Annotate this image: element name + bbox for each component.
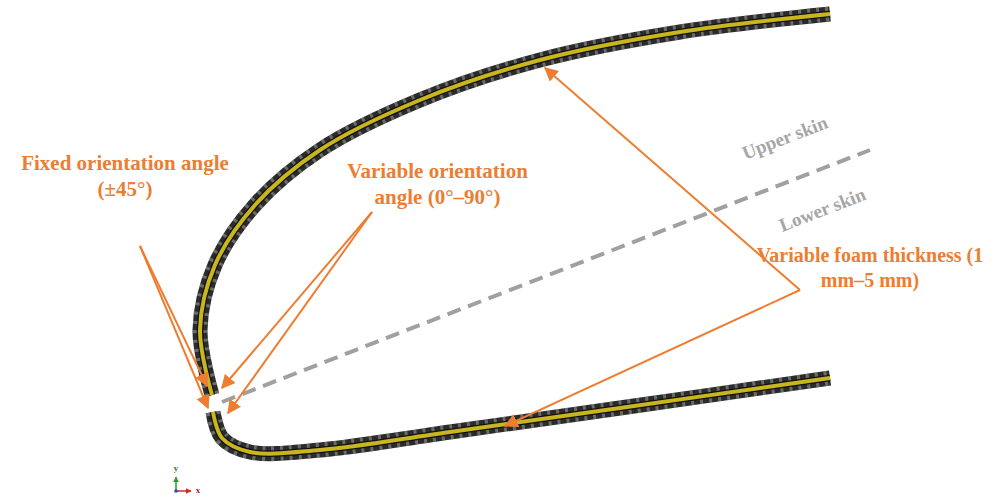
sandwich-skin (200, 14, 830, 454)
x-axis-arrow (176, 490, 191, 492)
callout-label: Variable orientation angle (0°–90°) (330, 158, 545, 211)
carbon-texture (213, 378, 830, 454)
leader-arrow (140, 246, 208, 408)
core-border (213, 378, 830, 454)
leader-arrow (222, 212, 372, 388)
foam-core (200, 14, 830, 395)
leader-arrow (140, 246, 207, 386)
axis-label: x (196, 485, 201, 496)
axis-triad (174, 477, 191, 493)
carbon-layer (213, 378, 830, 454)
axis-label: y (174, 463, 179, 474)
foam-core (213, 378, 830, 454)
carbon-texture (200, 14, 830, 395)
callout-label: Fixed orientation angle (±45°) (20, 150, 230, 203)
callout-label: Variable foam thickness (1 mm–5 mm) (752, 243, 988, 293)
core-border (200, 14, 830, 395)
leader-arrow (505, 290, 800, 426)
skin-label: Lower skin (775, 183, 868, 238)
skin-split-line (222, 150, 870, 402)
carbon-layer (200, 14, 830, 395)
skin-label: Upper skin (739, 111, 831, 165)
z-axis-dot (174, 489, 178, 493)
leader-arrow (228, 212, 372, 413)
leader-arrows (140, 68, 800, 426)
y-axis-arrow (175, 477, 177, 491)
